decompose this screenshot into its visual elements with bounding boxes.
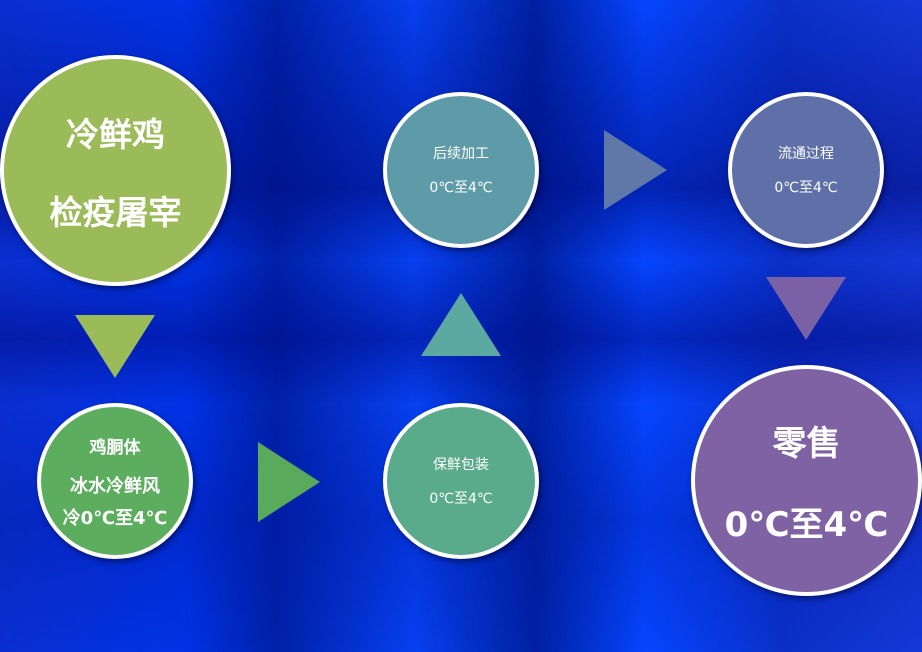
arrow-down-1	[75, 315, 155, 378]
node-packaging-temp: 0℃至4℃	[429, 491, 493, 507]
arrow-down-2	[766, 277, 846, 340]
node-retail-title: 零售	[772, 423, 841, 464]
arrow-right-1	[258, 442, 320, 522]
node-slaughter-line2: 检疫屠宰	[49, 192, 182, 232]
node-processing-title: 后续加工	[433, 146, 489, 162]
node-slaughter-line1: 冷鲜鸡	[66, 114, 165, 154]
node-packaging: 保鲜包装 0℃至4℃	[383, 403, 539, 559]
node-processing-temp: 0℃至4℃	[429, 180, 493, 196]
node-retail-temp: 0℃至4℃	[724, 504, 889, 545]
node-carcass-title: 鸡胴体	[89, 437, 141, 458]
node-distribution-title: 流通过程	[778, 146, 834, 162]
node-distribution: 流通过程 0℃至4℃	[728, 92, 884, 248]
node-carcass-line2: 冷0℃至4℃	[62, 507, 168, 529]
node-distribution-temp: 0℃至4℃	[774, 180, 838, 196]
node-retail: 零售 0℃至4℃	[691, 365, 922, 596]
node-packaging-title: 保鲜包装	[433, 457, 489, 473]
node-processing: 后续加工 0℃至4℃	[383, 92, 539, 248]
node-carcass-line1: 冰水冷鲜风	[70, 475, 160, 497]
node-carcass: 鸡胴体 冰水冷鲜风 冷0℃至4℃	[37, 403, 193, 559]
arrow-up-1	[421, 293, 501, 356]
node-slaughter: 冷鲜鸡 检疫屠宰	[0, 55, 231, 286]
arrow-right-2	[604, 130, 667, 210]
